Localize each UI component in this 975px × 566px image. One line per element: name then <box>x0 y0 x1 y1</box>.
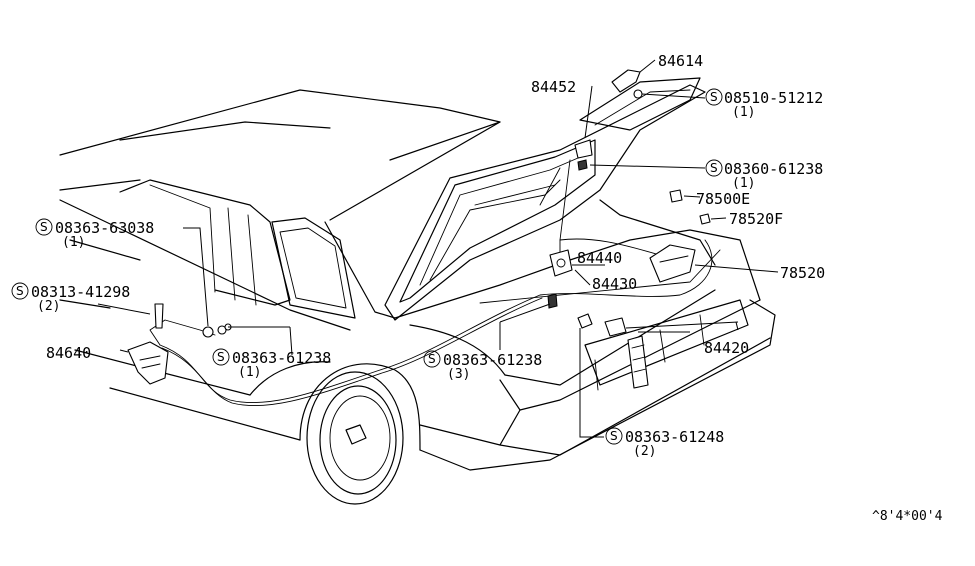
screw-symbol: S <box>428 352 436 366</box>
label-08363-61248: 08363-61248 <box>625 428 724 446</box>
leader-lines <box>97 59 779 438</box>
callout-08363-61238-1: S 08363-61238 (1) <box>212 348 331 380</box>
part-08313-bolt <box>154 303 164 329</box>
parts <box>127 69 711 389</box>
screw-symbol: S <box>16 284 24 298</box>
part-08510-grommet <box>633 89 643 99</box>
screw-symbol: S <box>710 90 718 104</box>
part-84420-rod <box>627 335 649 389</box>
callout-08363-61248: S 08363-61248 (2) <box>605 427 724 459</box>
part-08363-63038-clip <box>202 326 214 338</box>
label-84640: 84640 <box>46 344 91 362</box>
callout-labels: 84614 84452 S 08510-51212 (1) S 08360-61… <box>11 52 943 524</box>
part-84614-bracket <box>611 69 641 93</box>
part-78520F-clip <box>699 213 711 225</box>
screw-symbol: S <box>710 161 718 175</box>
part-08363-61248-screw <box>577 313 593 329</box>
label-84430: 84430 <box>592 275 637 293</box>
label-84440: 84440 <box>577 249 622 267</box>
car-body-illustration <box>59 77 776 505</box>
callout-08313-41298: S 08313-41298 (2) <box>11 282 130 314</box>
label-84614: 84614 <box>658 52 703 70</box>
label-84420: 84420 <box>704 339 749 357</box>
label-08510-51212: 08510-51212 <box>724 89 823 107</box>
label-78520: 78520 <box>780 264 825 282</box>
qty-08363-63038: (1) <box>62 235 85 250</box>
qty-08363-61238-a: (1) <box>238 365 261 380</box>
callout-08363-63038: S 08363-63038 (1) <box>35 218 154 250</box>
label-84452: 84452 <box>531 78 576 96</box>
screw-symbol: S <box>40 220 48 234</box>
label-78500E: 78500E <box>696 190 750 208</box>
part-84452-striker <box>574 139 593 159</box>
label-08363-61238-b: 08363-61238 <box>443 351 542 369</box>
diagram-code: ^8'4*00'4 <box>872 509 943 524</box>
callout-08360-61238: S 08360-61238 (1) <box>705 159 823 191</box>
label-08363-61238-a: 08363-61238 <box>232 349 331 367</box>
screw-symbol: S <box>610 429 618 443</box>
label-08360-61238: 08360-61238 <box>724 160 823 178</box>
label-78520F: 78520F <box>729 210 783 228</box>
label-08313-41298: 08313-41298 <box>31 283 130 301</box>
screw-symbol: S <box>217 350 225 364</box>
qty-08360-61238: (1) <box>732 176 755 191</box>
callout-08510-51212: S 08510-51212 (1) <box>705 88 823 120</box>
part-78520-actuator <box>649 244 696 283</box>
qty-08363-61248: (2) <box>633 444 656 459</box>
part-84640-handle <box>127 341 169 385</box>
part-08360-bolt <box>577 159 588 171</box>
qty-08313-41298: (2) <box>37 299 60 314</box>
part-84440-lock <box>549 249 573 277</box>
part-84420-latch <box>604 317 627 337</box>
part-78500E-clip <box>669 189 683 203</box>
part-84430-cylinder <box>547 293 558 309</box>
qty-08510-51212: (1) <box>732 105 755 120</box>
label-08363-63038: 08363-63038 <box>55 219 154 237</box>
callout-08363-61238-3: S 08363-61238 (3) <box>423 350 542 382</box>
qty-08363-61238-b: (3) <box>447 367 470 382</box>
